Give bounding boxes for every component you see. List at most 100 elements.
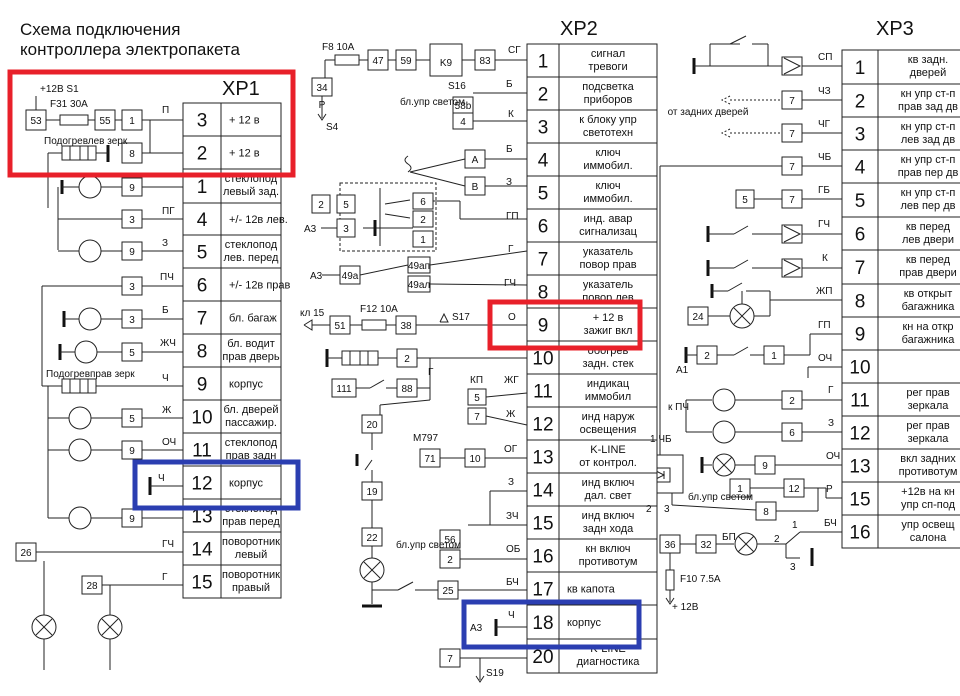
xp2_misc-label: 38	[400, 321, 412, 332]
xp1_wires-label: ПЧ	[160, 272, 174, 283]
xp2-pin-desc: корпус	[567, 617, 602, 629]
xp3-desc-cell	[877, 182, 960, 218]
xp2_wires-label: ЗЧ	[506, 511, 519, 522]
xp3-pin-cell	[841, 481, 879, 516]
xp2-desc-cell	[558, 538, 658, 573]
xp2_misc-label: A3	[470, 623, 483, 634]
xp2-pin-number: 6	[538, 217, 549, 238]
xp1_wires-label: ГЧ	[162, 539, 174, 550]
xp2-pin-desc: ключ	[595, 147, 620, 159]
xp1_wire_boxes-label: 9	[129, 183, 135, 194]
xp2-pin-desc: задн хода	[583, 523, 634, 535]
xp2_misc-label: S16	[448, 81, 466, 92]
xp3_misc-label: 36	[664, 540, 676, 551]
xp1-wiring	[15, 96, 183, 670]
xp2_misc-label: S4	[326, 122, 339, 133]
xp3-pin-desc: упр сп-под	[901, 499, 956, 511]
xp1-pin-cell	[182, 564, 222, 599]
xp1_wires-label: Г	[162, 572, 168, 583]
xp2-pin-number: 5	[538, 184, 549, 205]
xp2-pin-desc: индикац	[587, 378, 630, 390]
xp2_misc-label: M797	[413, 433, 438, 444]
highlight-xp2-ignition	[487, 299, 643, 351]
xp2_misc-label: 6	[420, 197, 426, 208]
xp1-pin-cell	[182, 300, 222, 335]
xp1-desc-cell	[220, 135, 282, 170]
xp3-pin-cell	[841, 182, 879, 218]
xp2-pin-number: 13	[532, 448, 553, 469]
title-line-2: контроллера электропакета	[20, 40, 240, 59]
xp3_wires-label: ГП	[818, 320, 831, 331]
xp3-desc-cell	[877, 448, 960, 483]
xp1-pin-desc: стеклопод	[225, 437, 278, 449]
xp1-pin-desc: +/- 12в лев.	[229, 214, 288, 226]
xp1_misc-label: 53	[30, 116, 42, 127]
xp2-pin-desc: тревоги	[588, 61, 627, 73]
xp2_wires-label: Б	[506, 144, 513, 155]
xp1-desc-cell	[220, 465, 282, 500]
xp3-desc-cell	[877, 415, 960, 450]
xp1-pin-number: 10	[191, 408, 212, 429]
xp1-desc-cell	[220, 267, 282, 302]
xp2_wires-label: ОГ	[504, 444, 518, 455]
xp1-pin-desc: прав дверь	[222, 351, 279, 363]
xp2-pin-number: 3	[538, 118, 549, 139]
xp3_misc-label: 32	[700, 540, 712, 551]
xp2_misc-label: 10	[469, 454, 481, 465]
xp2_misc-label: бл.упр светом	[396, 539, 461, 551]
xp3-pin-desc: упр освещ	[901, 519, 954, 531]
xp1_wires-label: ЖЧ	[160, 338, 176, 349]
xp3_wires-label: К	[822, 253, 828, 264]
xp2-pin-cell	[526, 604, 560, 640]
xp2-desc-cell	[558, 373, 658, 408]
xp3_misc-label: 6	[789, 428, 795, 439]
xp2-pin-number: 1	[538, 52, 549, 73]
xp2-pin-number: 17	[532, 580, 553, 601]
xp2_misc-label: P	[319, 100, 326, 111]
xp3-pin-desc: кн на откр	[902, 321, 953, 333]
xp3-pin-desc: вкл задних	[900, 453, 956, 465]
xp3-pin-desc: лев зад дв	[901, 134, 955, 146]
xp3-pin-desc: багажника	[902, 334, 956, 346]
xp1-pin-desc: +/- 12в прав	[229, 280, 291, 292]
xp2-pin-desc: задн. стек	[582, 358, 633, 370]
xp3-pin-desc: кв перед	[906, 254, 951, 266]
xp1-pin-desc: лев. перед	[224, 252, 280, 264]
xp1-pin-number: 1	[197, 177, 208, 198]
title-line-1: Схема подключения	[20, 20, 181, 39]
xp1-pin-desc: прав задн	[226, 450, 277, 462]
xp2-pin-cell	[526, 76, 560, 111]
xp1_misc-label: 1	[129, 116, 135, 127]
xp1-pin-desc: бл. дверей	[224, 404, 279, 416]
xp3_misc-label: 2	[704, 351, 710, 362]
xp3_misc-label: от задних дверей	[668, 107, 749, 118]
xp3-pin-desc: рег прав	[906, 387, 949, 399]
xp3-desc-cell	[877, 216, 960, 251]
xp2_misc-label: K9	[440, 58, 453, 69]
xp1-pin-desc: прав перед	[222, 516, 280, 528]
xp3_misc-label: 1 ЧБ	[650, 434, 672, 445]
xp3_misc-label: 3	[790, 562, 796, 573]
xp2-pin-number: 11	[533, 382, 553, 403]
xp1-desc-cell	[220, 234, 282, 269]
xp3-pin-desc: багажника	[902, 301, 956, 313]
xp3-pin-desc: кн упр ст-п	[901, 121, 956, 133]
xp2-pin-desc: иммобил	[585, 391, 631, 403]
xp3-pin-desc: лев пер дв	[901, 200, 956, 212]
xp3_misc-label: 1	[737, 484, 743, 495]
xp1_misc-label: 8	[129, 149, 135, 160]
xp3-pin-cell	[841, 149, 879, 184]
xp1-pin-desc: левый зад.	[223, 186, 279, 198]
xp1_wire_boxes-label: 9	[129, 514, 135, 525]
xp1_wire_boxes-label: 3	[129, 315, 135, 326]
xp1-pin-number: 2	[197, 144, 208, 165]
xp3-pin-number: 13	[849, 457, 870, 478]
xp2_wires-label: Г	[508, 244, 514, 255]
xp2_misc-label: A	[472, 155, 479, 166]
xp2-desc-cell	[558, 142, 658, 177]
xp2_misc-label: 34	[316, 83, 328, 94]
xp2_misc-label: бл.упр светом	[400, 96, 465, 108]
